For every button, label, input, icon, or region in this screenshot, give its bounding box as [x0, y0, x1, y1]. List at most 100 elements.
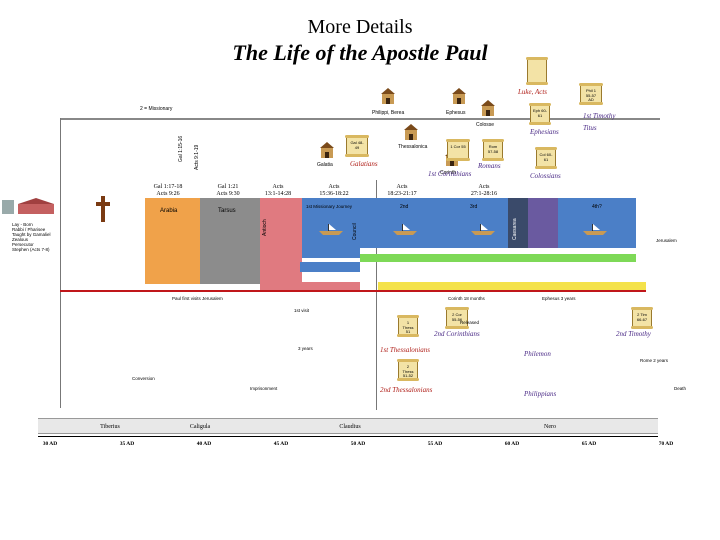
acts-ref-2-top: Gal 1:21: [217, 184, 239, 190]
year-label: 45 AD: [273, 441, 289, 447]
green-bar: [360, 254, 636, 262]
letter-philemon: Philemon: [524, 350, 551, 358]
arabia-band: Arabia: [145, 198, 200, 284]
note-jerusalem: Jerusalem: [656, 238, 677, 243]
note-three-years: 3 years: [298, 346, 313, 351]
scroll-phil: Phil 1 55-57 AD: [579, 83, 603, 105]
rome-band: [528, 198, 558, 248]
left-line: Lay - Born: [12, 222, 33, 227]
frame-left: [60, 118, 61, 408]
church-colosse-label: Colosse: [476, 122, 495, 128]
letter-ephesians: Ephesians: [530, 128, 559, 136]
ship-icon: [318, 222, 344, 236]
scroll-colossians: Col 60-61: [535, 147, 557, 169]
emperor-claudius: Claudius: [339, 424, 361, 430]
scroll-phil-text: Phil 1 55-57 AD: [585, 88, 597, 102]
scroll-1thess-text: 1 Thess 51: [402, 320, 414, 334]
emperor-caligula: Caligula: [189, 424, 211, 430]
left-line: Rabbi / Pharisee: [12, 227, 46, 232]
acts-ref-4-top: Acts: [328, 184, 340, 190]
scroll-2thess-text: 2 Thess 51-52: [402, 364, 414, 378]
tarsus-label: Tarsus: [218, 208, 236, 214]
scroll-col-text: Col 60-61: [539, 152, 553, 162]
emperor-nero: Nero: [544, 424, 556, 430]
year-label: 70 AD: [658, 441, 674, 447]
vertical-antioch: Antioch: [262, 219, 268, 236]
year-label: 35 AD: [119, 441, 135, 447]
church-colosse: [481, 100, 495, 116]
vertical-caesarea: Caesarea: [512, 218, 518, 240]
letter-2-timothy: 2nd Timothy: [616, 330, 651, 338]
church-philippi-label: Philippi, Berea: [372, 110, 405, 116]
note-first-trip: Paul first visits Jerusalem: [172, 296, 223, 301]
church-philippi: [381, 88, 395, 104]
scroll-2cor-text: 2 Cor 55-56: [451, 312, 463, 322]
scroll-rom-text: Rom 57-58: [487, 144, 499, 154]
acts-ref-6-top: Acts: [478, 184, 490, 190]
ship-icon: [470, 222, 496, 236]
arabia-label: Arabia: [160, 208, 178, 214]
church-corinth-label: Corinth: [440, 170, 457, 176]
vertical-gal-note: Gal 1:15-16: [178, 135, 184, 162]
ship-icon: [582, 222, 608, 236]
left-panel-text: Lay - Born Rabbi / Pharisee Taught by Ga…: [12, 222, 82, 252]
scroll-1-thess: 1 Thess 51: [397, 315, 419, 337]
note-conversion: Conversion: [132, 376, 155, 381]
year-label: 50 AD: [350, 441, 366, 447]
page-title: More Details: [307, 16, 413, 38]
note-ephesus: Ephesus 3 years: [542, 296, 576, 301]
acts-ref-5-top: Acts: [396, 184, 408, 190]
letter-1-timothy: 1st Timothy: [583, 112, 616, 120]
letter-1-thessalonians: 1st Thessalonians: [380, 346, 430, 354]
year-label: 40 AD: [196, 441, 212, 447]
letter-2-corinthians: 2nd Corinthians: [434, 330, 480, 338]
top-note: 2 = Missionary: [140, 106, 173, 112]
left-line: Stephen (Acts 7-8): [12, 247, 50, 252]
scroll-2-tim: 2 Tim 66-67: [631, 307, 653, 329]
note-return: Released: [460, 320, 480, 325]
scroll-1cor-text: 1 Cor 55: [450, 144, 466, 149]
scroll-romans: Rom 57-58: [482, 139, 504, 161]
church-galatia-label: Galatia: [317, 162, 333, 168]
acts-ref-5-bottom: 18:23-21:17: [387, 191, 417, 197]
acts-ref-2-bottom: Acts 9:30: [216, 191, 240, 197]
emperor-tiberius: Tiberius: [100, 424, 120, 430]
vertical-acts-note: Acts 9:1-19: [194, 144, 200, 170]
left-line: Zealous: [12, 237, 29, 242]
vertical-council: Council: [352, 223, 358, 240]
scroll-2-cor: 2 Cor 55-56: [445, 307, 469, 329]
scroll-2-thess: 2 Thess 51-52: [397, 359, 419, 381]
year-axis: [38, 436, 658, 437]
acts-ref-3-top: Acts: [272, 184, 284, 190]
page-subtitle: The Life of the Apostle Paul: [232, 40, 488, 65]
red-timeline: [60, 290, 646, 292]
note-imprisonment: Imprisonment: [250, 386, 278, 391]
third-label: 3rd: [470, 204, 478, 210]
scroll-1-cor: 1 Cor 55: [446, 139, 470, 161]
note-rome-prison: Rome 2 years: [640, 358, 669, 363]
caesarea-band: [508, 198, 528, 248]
top-divider: [60, 118, 660, 120]
first-journey-label: 1st Missionary Journey: [306, 204, 353, 209]
blue-bar-small: [300, 262, 360, 272]
second-journey-band: 2nd 3rd: [360, 198, 508, 248]
scroll-eph-text: Eph 60-61: [533, 108, 548, 118]
pink-band: [260, 198, 302, 284]
cross-icon: [96, 196, 110, 222]
letter-colossians: Colossians: [530, 172, 561, 180]
church-ephesus: [452, 88, 466, 104]
church-thessalonica-label: Thessalonica: [398, 144, 428, 150]
tarsus-band: Tarsus: [200, 198, 260, 284]
letter-titus: Titus: [583, 124, 597, 132]
ship-icon: [392, 222, 418, 236]
scroll-gal-text: Gal 48-49: [350, 140, 364, 150]
note-paul-visit: 1st visit: [294, 308, 310, 313]
letter-luke-acts: Luke, Acts: [518, 88, 548, 96]
acts-ref-6-bottom: 27:1-28:16: [470, 191, 498, 197]
yellow-bar: [378, 282, 646, 290]
left-line: Persecutor: [12, 242, 34, 247]
